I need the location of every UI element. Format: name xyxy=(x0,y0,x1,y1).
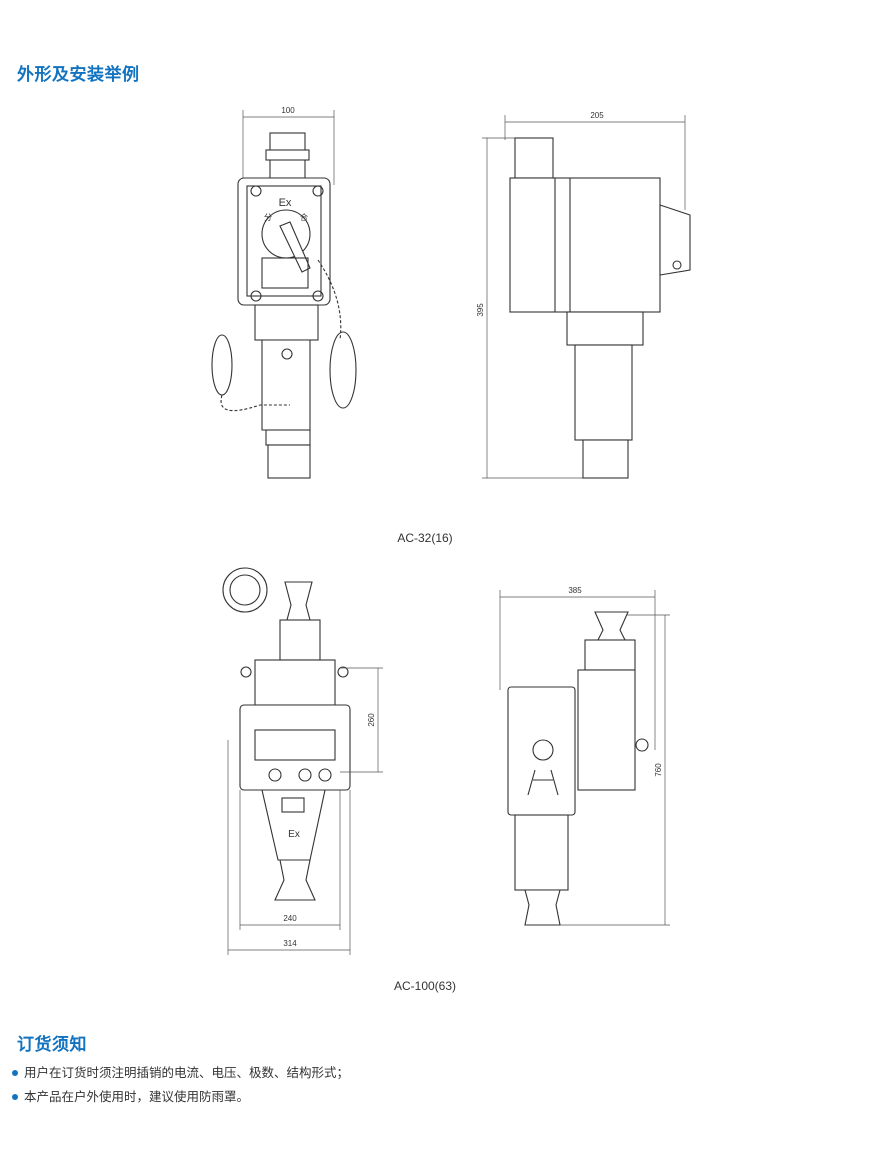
ac100-front-view: Ex 260 240 314 xyxy=(222,567,383,955)
dim-100: 100 xyxy=(281,106,295,115)
dim-760: 760 xyxy=(654,763,663,777)
note-text: 用户在订货时须注明插销的电流、电压、极数、结构形式； xyxy=(24,1065,350,1080)
ac32-side-view: 205 395 xyxy=(476,111,691,479)
dim-395: 395 xyxy=(476,303,485,317)
bullet-icon xyxy=(12,1094,18,1100)
dim-385: 385 xyxy=(568,586,582,595)
dim-205: 205 xyxy=(590,111,604,120)
order-notes-list: 用户在订货时须注明插销的电流、电压、极数、结构形式； 本产品在户外使用时，建议使… xyxy=(12,1061,349,1109)
ex-marking-ac100: Ex xyxy=(288,829,300,840)
ex-marking: Ex xyxy=(279,197,292,209)
list-item: 用户在订货时须注明插销的电流、电压、极数、结构形式； xyxy=(12,1061,349,1085)
ac32-caption: AC-32(16) xyxy=(397,531,452,545)
list-item: 本产品在户外使用时，建议使用防雨罩。 xyxy=(12,1085,349,1109)
note-text: 本产品在户外使用时，建议使用防雨罩。 xyxy=(24,1089,250,1104)
appearance-title: 外形及安装举例 xyxy=(17,65,140,85)
ac32-front-view: 100 Ex 分 合 xyxy=(211,106,357,479)
order-notes-title: 订货须知 xyxy=(17,1035,87,1055)
dim-260: 260 xyxy=(367,713,376,727)
dim-314: 314 xyxy=(283,939,297,948)
technical-drawings: 100 Ex 分 合 205 395 xyxy=(211,106,691,993)
dim-240: 240 xyxy=(283,914,297,923)
on-label: 合 xyxy=(300,212,308,222)
bullet-icon xyxy=(12,1070,18,1076)
ac100-caption: AC-100(63) xyxy=(394,979,456,993)
ac100-side-view: 385 760 xyxy=(499,586,670,926)
